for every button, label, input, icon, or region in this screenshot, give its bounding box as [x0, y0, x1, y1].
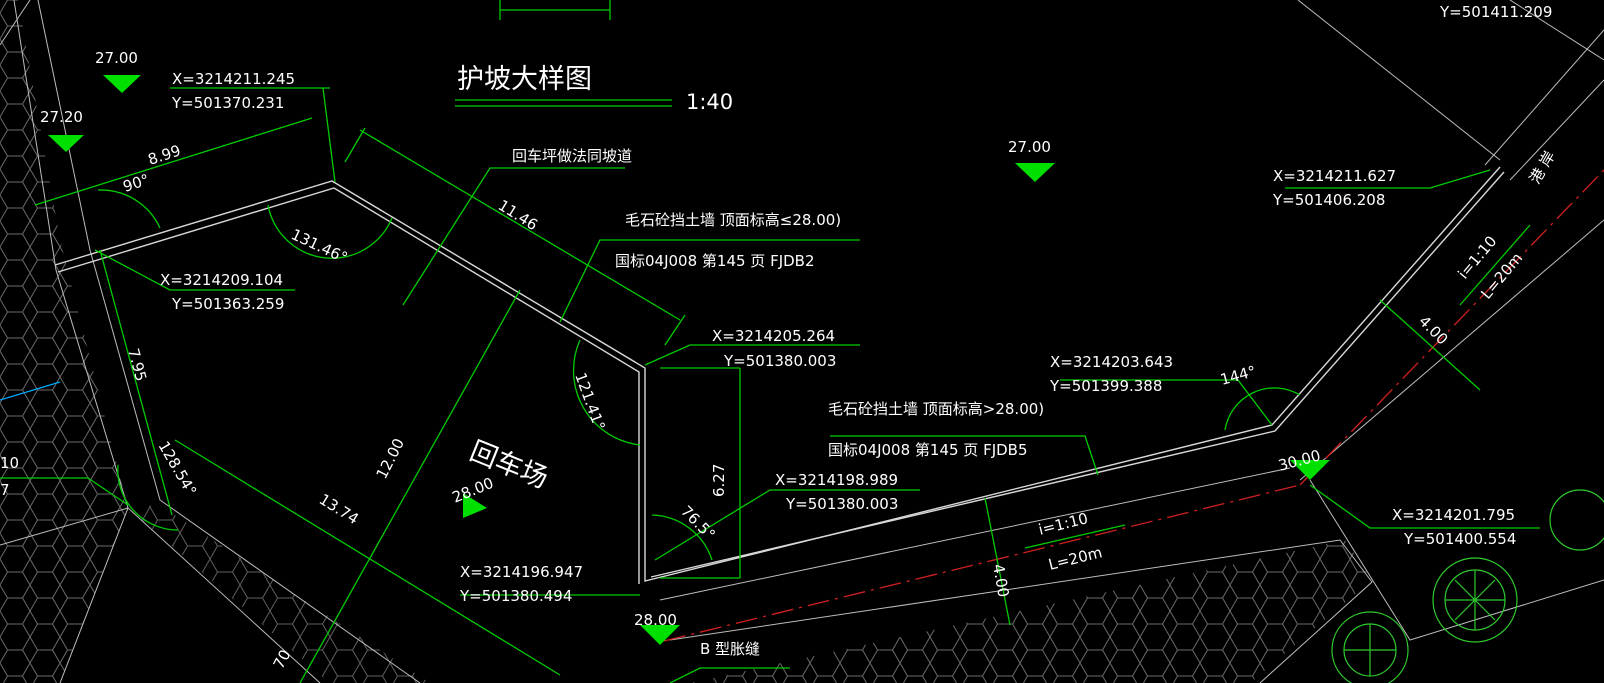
coord-y-top-right: Y=501411.209 — [1439, 3, 1552, 21]
slope-annotation: i=1:10 L=20m — [1454, 232, 1526, 302]
note-wall2-title: 毛石砼挡土墙 顶面标高>28.00) — [828, 400, 1044, 418]
coordinate-label: X=3214211.627 Y=501406.208 — [1272, 167, 1396, 209]
angle-value: 131.46° — [288, 225, 350, 267]
dimension-value: 7.95 — [124, 346, 150, 383]
edge-label: 7 — [0, 481, 10, 499]
coordinate-label: X=3214205.264 Y=501380.003 — [712, 327, 836, 370]
elevation-marker: 28.00 — [634, 611, 680, 645]
drawing-title: 护坡大样图 — [457, 64, 592, 95]
coord-x: X=3214211.245 — [172, 70, 295, 88]
elevation-label: 27.00 — [95, 49, 138, 67]
coord-y: Y=501380.003 — [723, 352, 836, 370]
retaining-wall — [54, 166, 1505, 584]
note-wall2-ref: 国标04J008 第145 页 FJDB5 — [828, 441, 1028, 459]
coord-y: Y=501363.259 — [171, 295, 284, 313]
coord-x: X=3214196.947 — [460, 563, 583, 581]
tree-symbol — [1432, 557, 1518, 643]
dimension-lines — [0, 0, 1540, 683]
coordinate-label: X=3214211.245 Y=501370.231 — [171, 70, 295, 112]
elevation-marker: 30.00 — [1276, 446, 1330, 480]
dimension-value: 11.46 — [495, 196, 541, 234]
elevation-marker: 27.00 — [1008, 138, 1055, 182]
coord-y: Y=501400.554 — [1403, 530, 1516, 548]
elevation-label: 27.20 — [40, 108, 83, 126]
hex-paving-bottom — [128, 505, 430, 683]
cyan-leader — [0, 381, 61, 401]
angle-value: 76.5° — [677, 502, 719, 544]
dimension-value: 4.00 — [1415, 312, 1451, 348]
note-turnaround-method: 回车坪做法同坡道 — [512, 147, 632, 165]
drawing-scale: 1:40 — [686, 90, 733, 114]
coordinate-label: X=3214201.795 Y=501400.554 — [1392, 506, 1516, 548]
coord-y: Y=501406.208 — [1272, 191, 1385, 209]
coord-x: X=3214198.989 — [775, 471, 898, 489]
hex-paving-right — [690, 540, 1372, 683]
note-expansion-joint: B 型胀缝 — [700, 640, 760, 658]
hex-paving-left — [0, 0, 128, 683]
coord-x: X=3214211.627 — [1273, 167, 1396, 185]
tree-symbol — [1549, 489, 1604, 551]
note-wall1-title: 毛石砼挡土墙 顶面标高≤28.00) — [625, 211, 841, 229]
coord-y: Y=501399.388 — [1049, 377, 1162, 395]
coord-y: Y=501380.003 — [785, 495, 898, 513]
edge-label: 10 — [0, 454, 19, 472]
elevation-marker: 28.00 — [450, 474, 496, 518]
angle-value: 90° — [121, 170, 152, 195]
edge-label: 70 — [270, 647, 295, 672]
elevation-label: 28.00 — [634, 611, 677, 629]
elevation-label: 27.00 — [1008, 138, 1051, 156]
coord-y: Y=501380.494 — [459, 587, 572, 605]
dimension-value: 12.00 — [373, 435, 409, 481]
dimension-value: 4.00 — [989, 563, 1013, 599]
coordinate-label: X=3214196.947 Y=501380.494 — [459, 563, 583, 605]
edge-label: 港 岸 — [1526, 148, 1559, 187]
slope-length: L=20m — [1047, 543, 1104, 574]
coord-x: X=3214201.795 — [1392, 506, 1515, 524]
coordinate-label: X=3214198.989 Y=501380.003 — [775, 471, 898, 513]
coord-x: X=3214205.264 — [712, 327, 835, 345]
coordinate-label: X=3214209.104 Y=501363.259 — [160, 271, 284, 313]
dimension-value: 6.27 — [710, 464, 728, 497]
elevation-marker: 27.00 — [95, 49, 141, 93]
angle-value: 128.54° — [155, 438, 201, 499]
coord-x: X=3214209.104 — [160, 271, 283, 289]
angle-value: 121.41° — [571, 370, 608, 433]
coord-x: X=3214203.643 — [1050, 353, 1173, 371]
tree-symbol — [1331, 611, 1409, 683]
angle-value: 144° — [1218, 362, 1258, 389]
coord-y: Y=501370.231 — [171, 94, 284, 112]
note-wall1-ref: 国标04J008 第145 页 FJDB2 — [615, 252, 815, 270]
elevation-marker: 27.20 — [40, 108, 84, 152]
coordinate-label: X=3214203.643 Y=501399.388 — [1049, 353, 1173, 395]
dimension-value: 13.74 — [316, 490, 362, 528]
